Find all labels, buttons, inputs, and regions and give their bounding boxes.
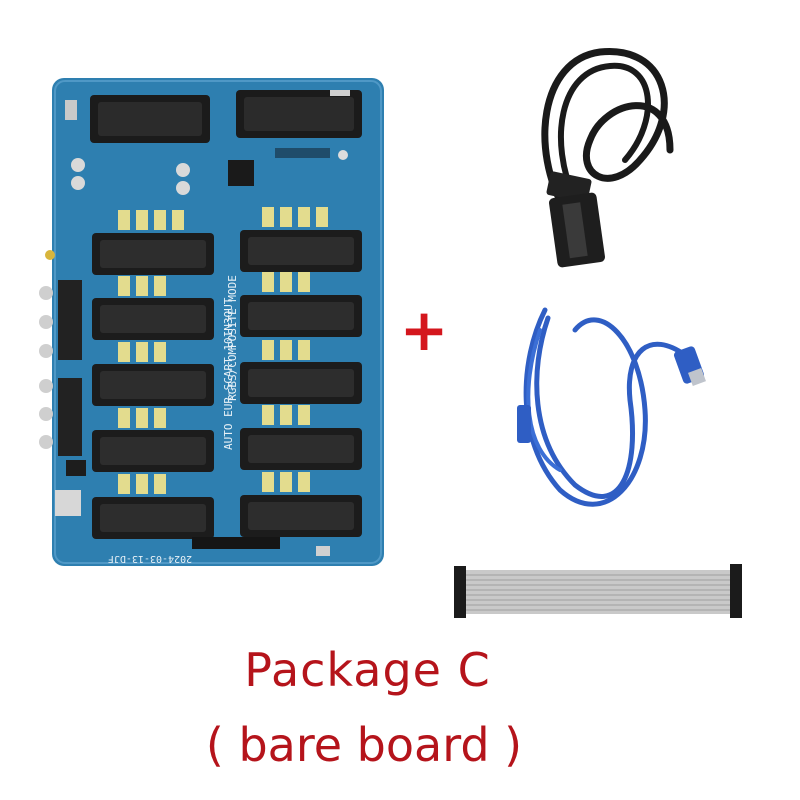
plus-sign: +: [400, 296, 449, 364]
scart-switch-board: RGBS/COMPOSITE MODE AUTO EUR-SCART 10IN3…: [39, 78, 384, 566]
scart-connectors-left-column: [92, 233, 214, 539]
top-components: [65, 90, 350, 195]
board-mode-label: RGBS/COMPOSITE MODE: [226, 275, 239, 401]
board-model-label: AUTO EUR-SCART 10IN3OUT: [222, 297, 235, 450]
caption-bare-board: ( bare board ): [205, 718, 523, 772]
scart-plug: [546, 171, 605, 268]
ribbon-cable: [454, 564, 742, 618]
usb-cable: [523, 307, 688, 507]
caption-package: Package C: [244, 643, 491, 697]
top-scart-connector-right: [236, 90, 362, 138]
relay-blocks: [118, 207, 328, 494]
board-date-label: 2024-03-13-DJF: [108, 553, 192, 564]
usb-plug: [517, 346, 706, 443]
scart-connectors-right-column: [240, 230, 362, 537]
rca-jacks: [39, 250, 86, 516]
top-scart-connector-left: [90, 95, 210, 143]
scart-cable: [541, 48, 674, 214]
ribbon-header: [192, 537, 330, 556]
